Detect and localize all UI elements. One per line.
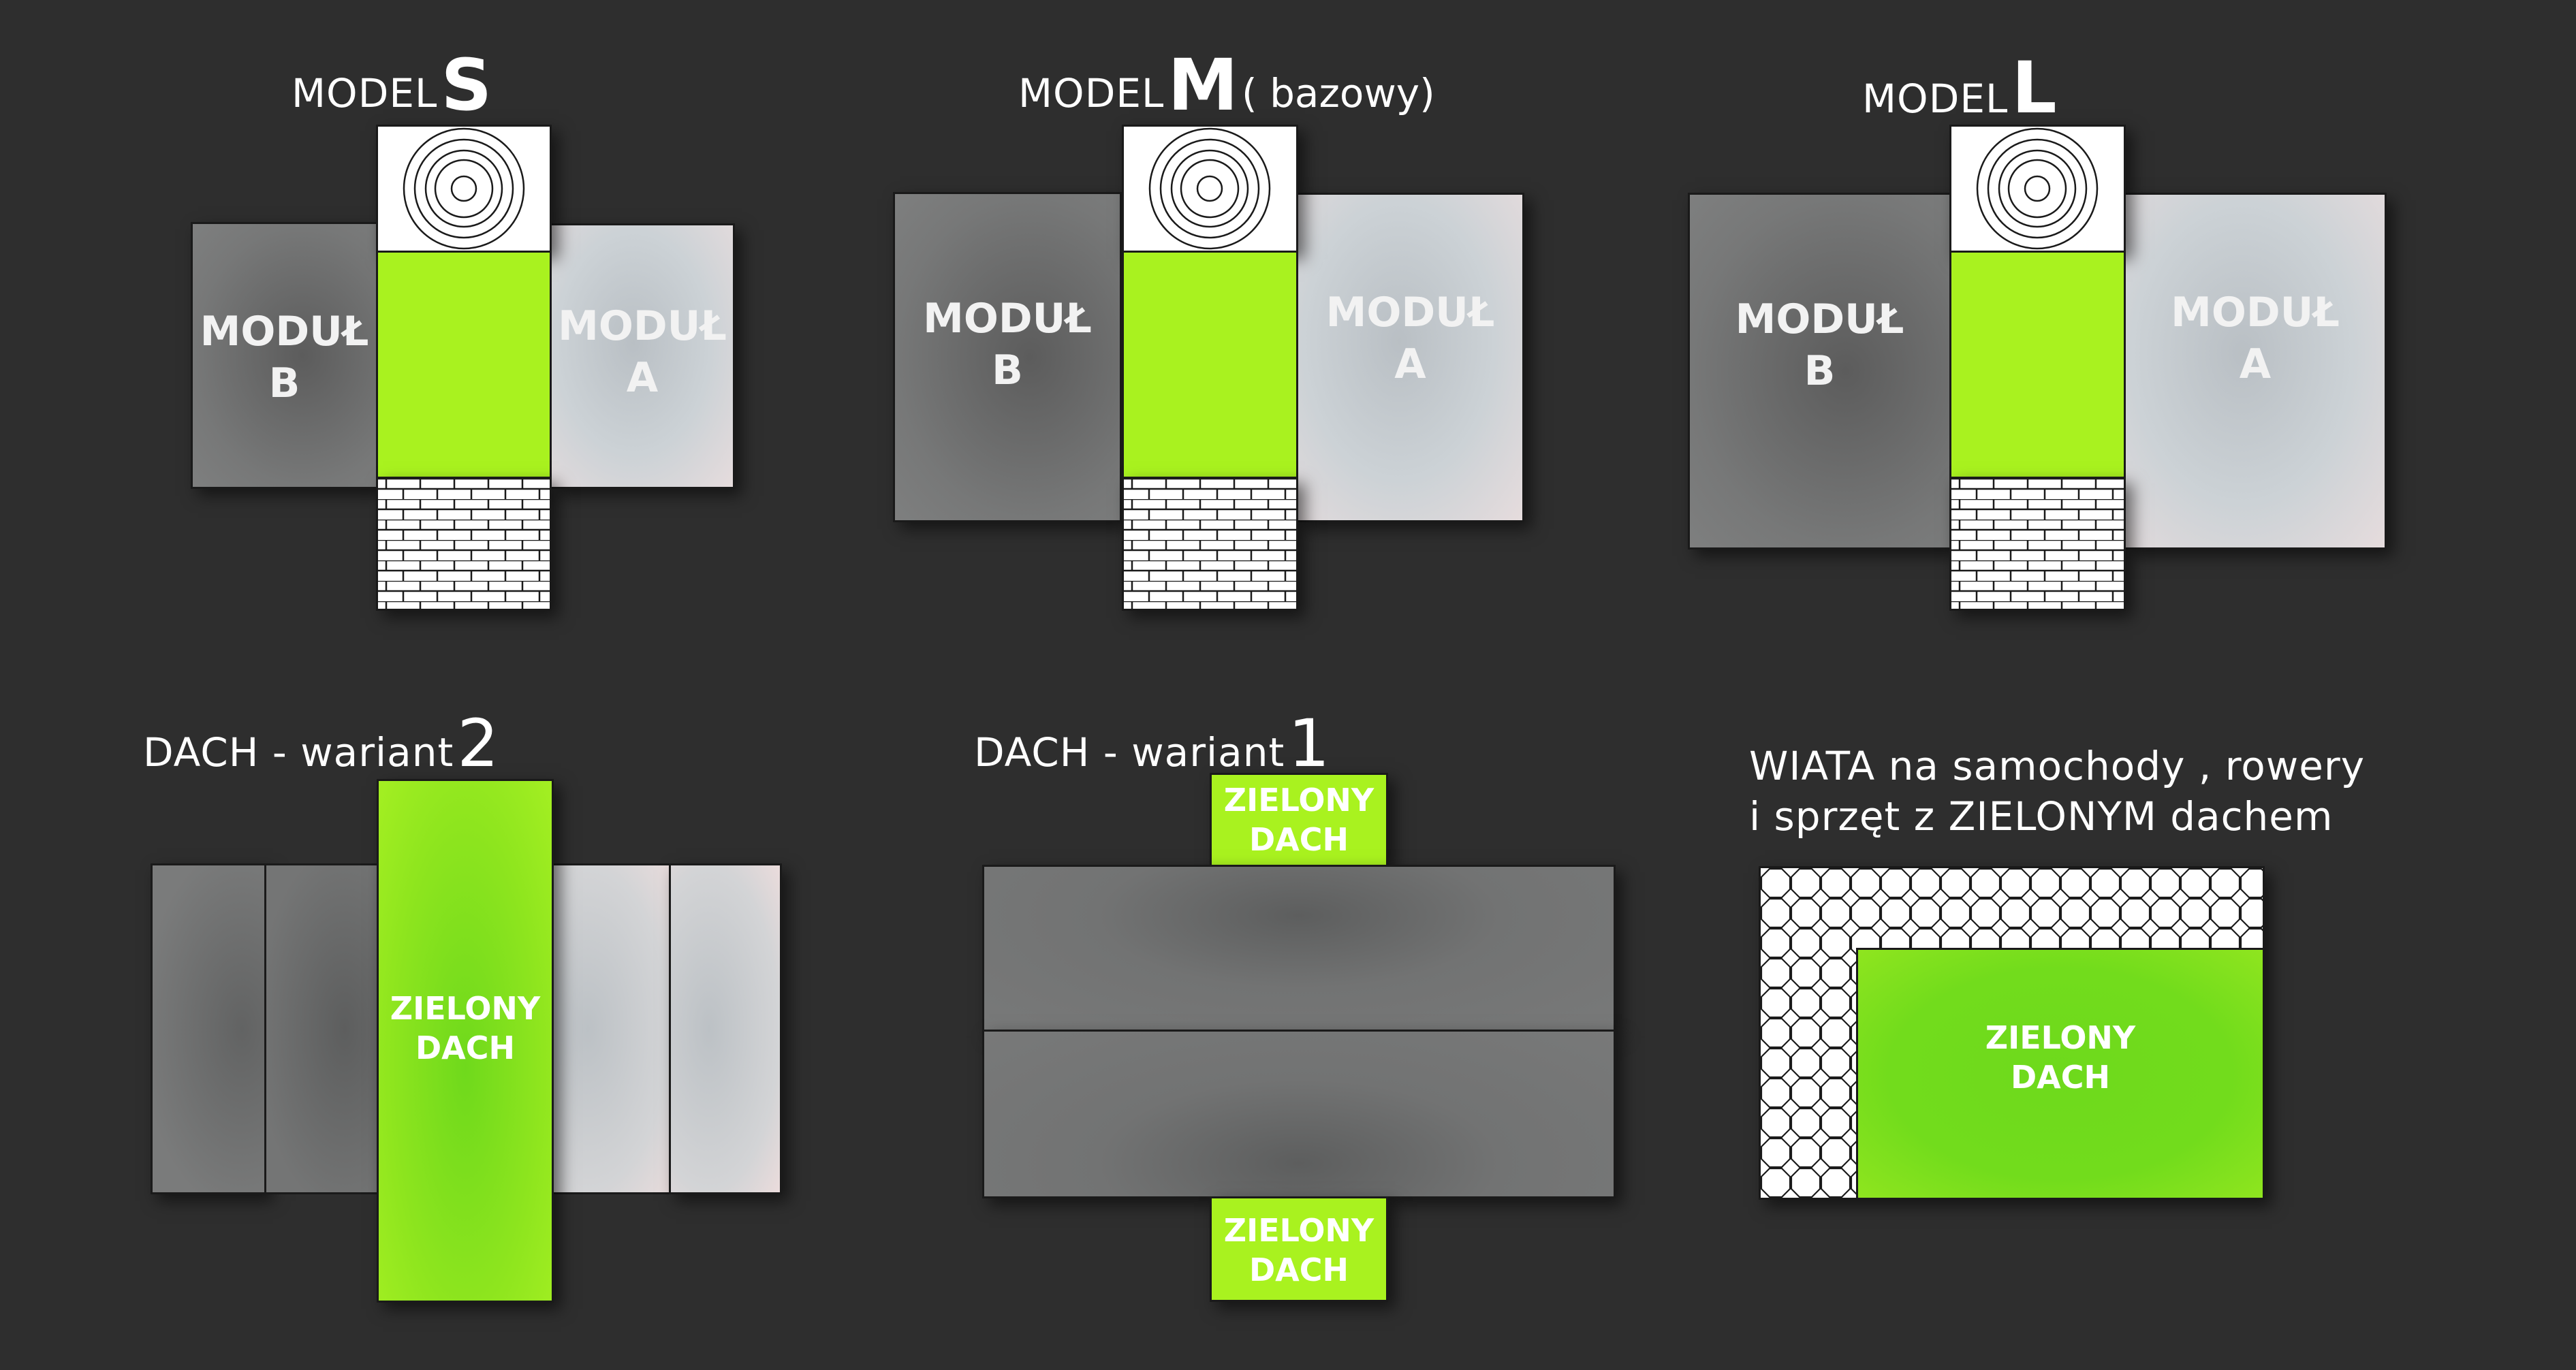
model-m-green-core [1122, 251, 1298, 479]
model-l-well [1949, 125, 2126, 253]
model-l-module-a: MODUŁ A [2124, 193, 2387, 549]
model-l-title: MODEL L [1862, 46, 2057, 129]
model-m-title: MODEL M ( bazowy) [1018, 44, 1435, 127]
model-s-module-b: MODUŁ B [191, 222, 378, 489]
roof-v2-panel-b1 [151, 863, 266, 1194]
model-s-module-a: MODUŁ A [550, 223, 735, 489]
model-m-module-b-word: MODUŁ [923, 295, 1092, 342]
model-l-module-b-letter: B [1804, 347, 1836, 395]
roof-variant-2-title: DACH - wariant 2 [143, 705, 499, 782]
model-m-brick-section [1122, 477, 1298, 611]
model-s-module-a-letter: A [626, 354, 659, 402]
roof-v1-green-bottom: ZIELONY DACH [1210, 1196, 1388, 1302]
roof-v1-panel-top [982, 865, 1616, 1032]
model-m-well [1122, 125, 1298, 253]
model-m-module-b: MODUŁ B [893, 192, 1122, 522]
model-m-module-a-letter: A [1394, 340, 1426, 388]
carport-green-line2: DACH [2010, 1059, 2111, 1096]
roof-v2-green-line1: ZIELONY [390, 990, 541, 1027]
model-s-module-a-word: MODUŁ [558, 302, 727, 350]
carport-title: WIATA na samochody , rowery i sprzęt z Z… [1749, 741, 2365, 842]
roof-v2-panel-b2 [264, 863, 380, 1194]
model-s-module-b-word: MODUŁ [200, 308, 369, 355]
carport-title-line2: i sprzęt z ZIELONYM dachem [1749, 793, 2334, 840]
model-s-title: MODEL S [292, 44, 492, 127]
roof-v2-green-line2: DACH [415, 1030, 516, 1066]
roof-v2-green-roof: ZIELONY DACH [377, 779, 554, 1303]
roof-v1-green-top: ZIELONY DACH [1210, 773, 1388, 867]
roof-v1-green-top-line1: ZIELONY [1223, 782, 1375, 818]
carport-green-line1: ZIELONY [1985, 1019, 2136, 1056]
model-m-module-b-letter: B [992, 347, 1023, 394]
model-s-well [376, 125, 552, 253]
model-l-module-a-letter: A [2239, 340, 2272, 388]
roof-variant-1-title: DACH - wariant 1 [974, 705, 1330, 782]
model-l-brick-section [1949, 477, 2126, 611]
roof-v2-panel-a1 [551, 863, 671, 1194]
model-l-module-b: MODUŁ B [1688, 193, 1951, 549]
model-s-brick-section [376, 477, 552, 611]
model-s-green-core [376, 251, 552, 479]
carport-green-roof: ZIELONY DACH [1856, 948, 2265, 1200]
roof-v2-panel-a2 [669, 863, 782, 1194]
model-s-module-b-letter: B [268, 360, 300, 407]
roof-v1-panel-bottom [982, 1030, 1616, 1198]
model-m-module-a-word: MODUŁ [1325, 289, 1495, 336]
model-l-green-core [1949, 251, 2126, 479]
model-l-module-a-word: MODUŁ [2171, 289, 2340, 336]
roof-v1-green-bottom-line1: ZIELONY [1223, 1212, 1375, 1249]
model-l-module-b-word: MODUŁ [1735, 296, 1904, 343]
roof-v1-green-top-line2: DACH [1248, 821, 1349, 858]
roof-v1-green-bottom-line2: DACH [1248, 1252, 1349, 1288]
model-m-module-a: MODUŁ A [1296, 193, 1524, 522]
carport-title-line1: WIATA na samochody , rowery [1749, 743, 2366, 789]
